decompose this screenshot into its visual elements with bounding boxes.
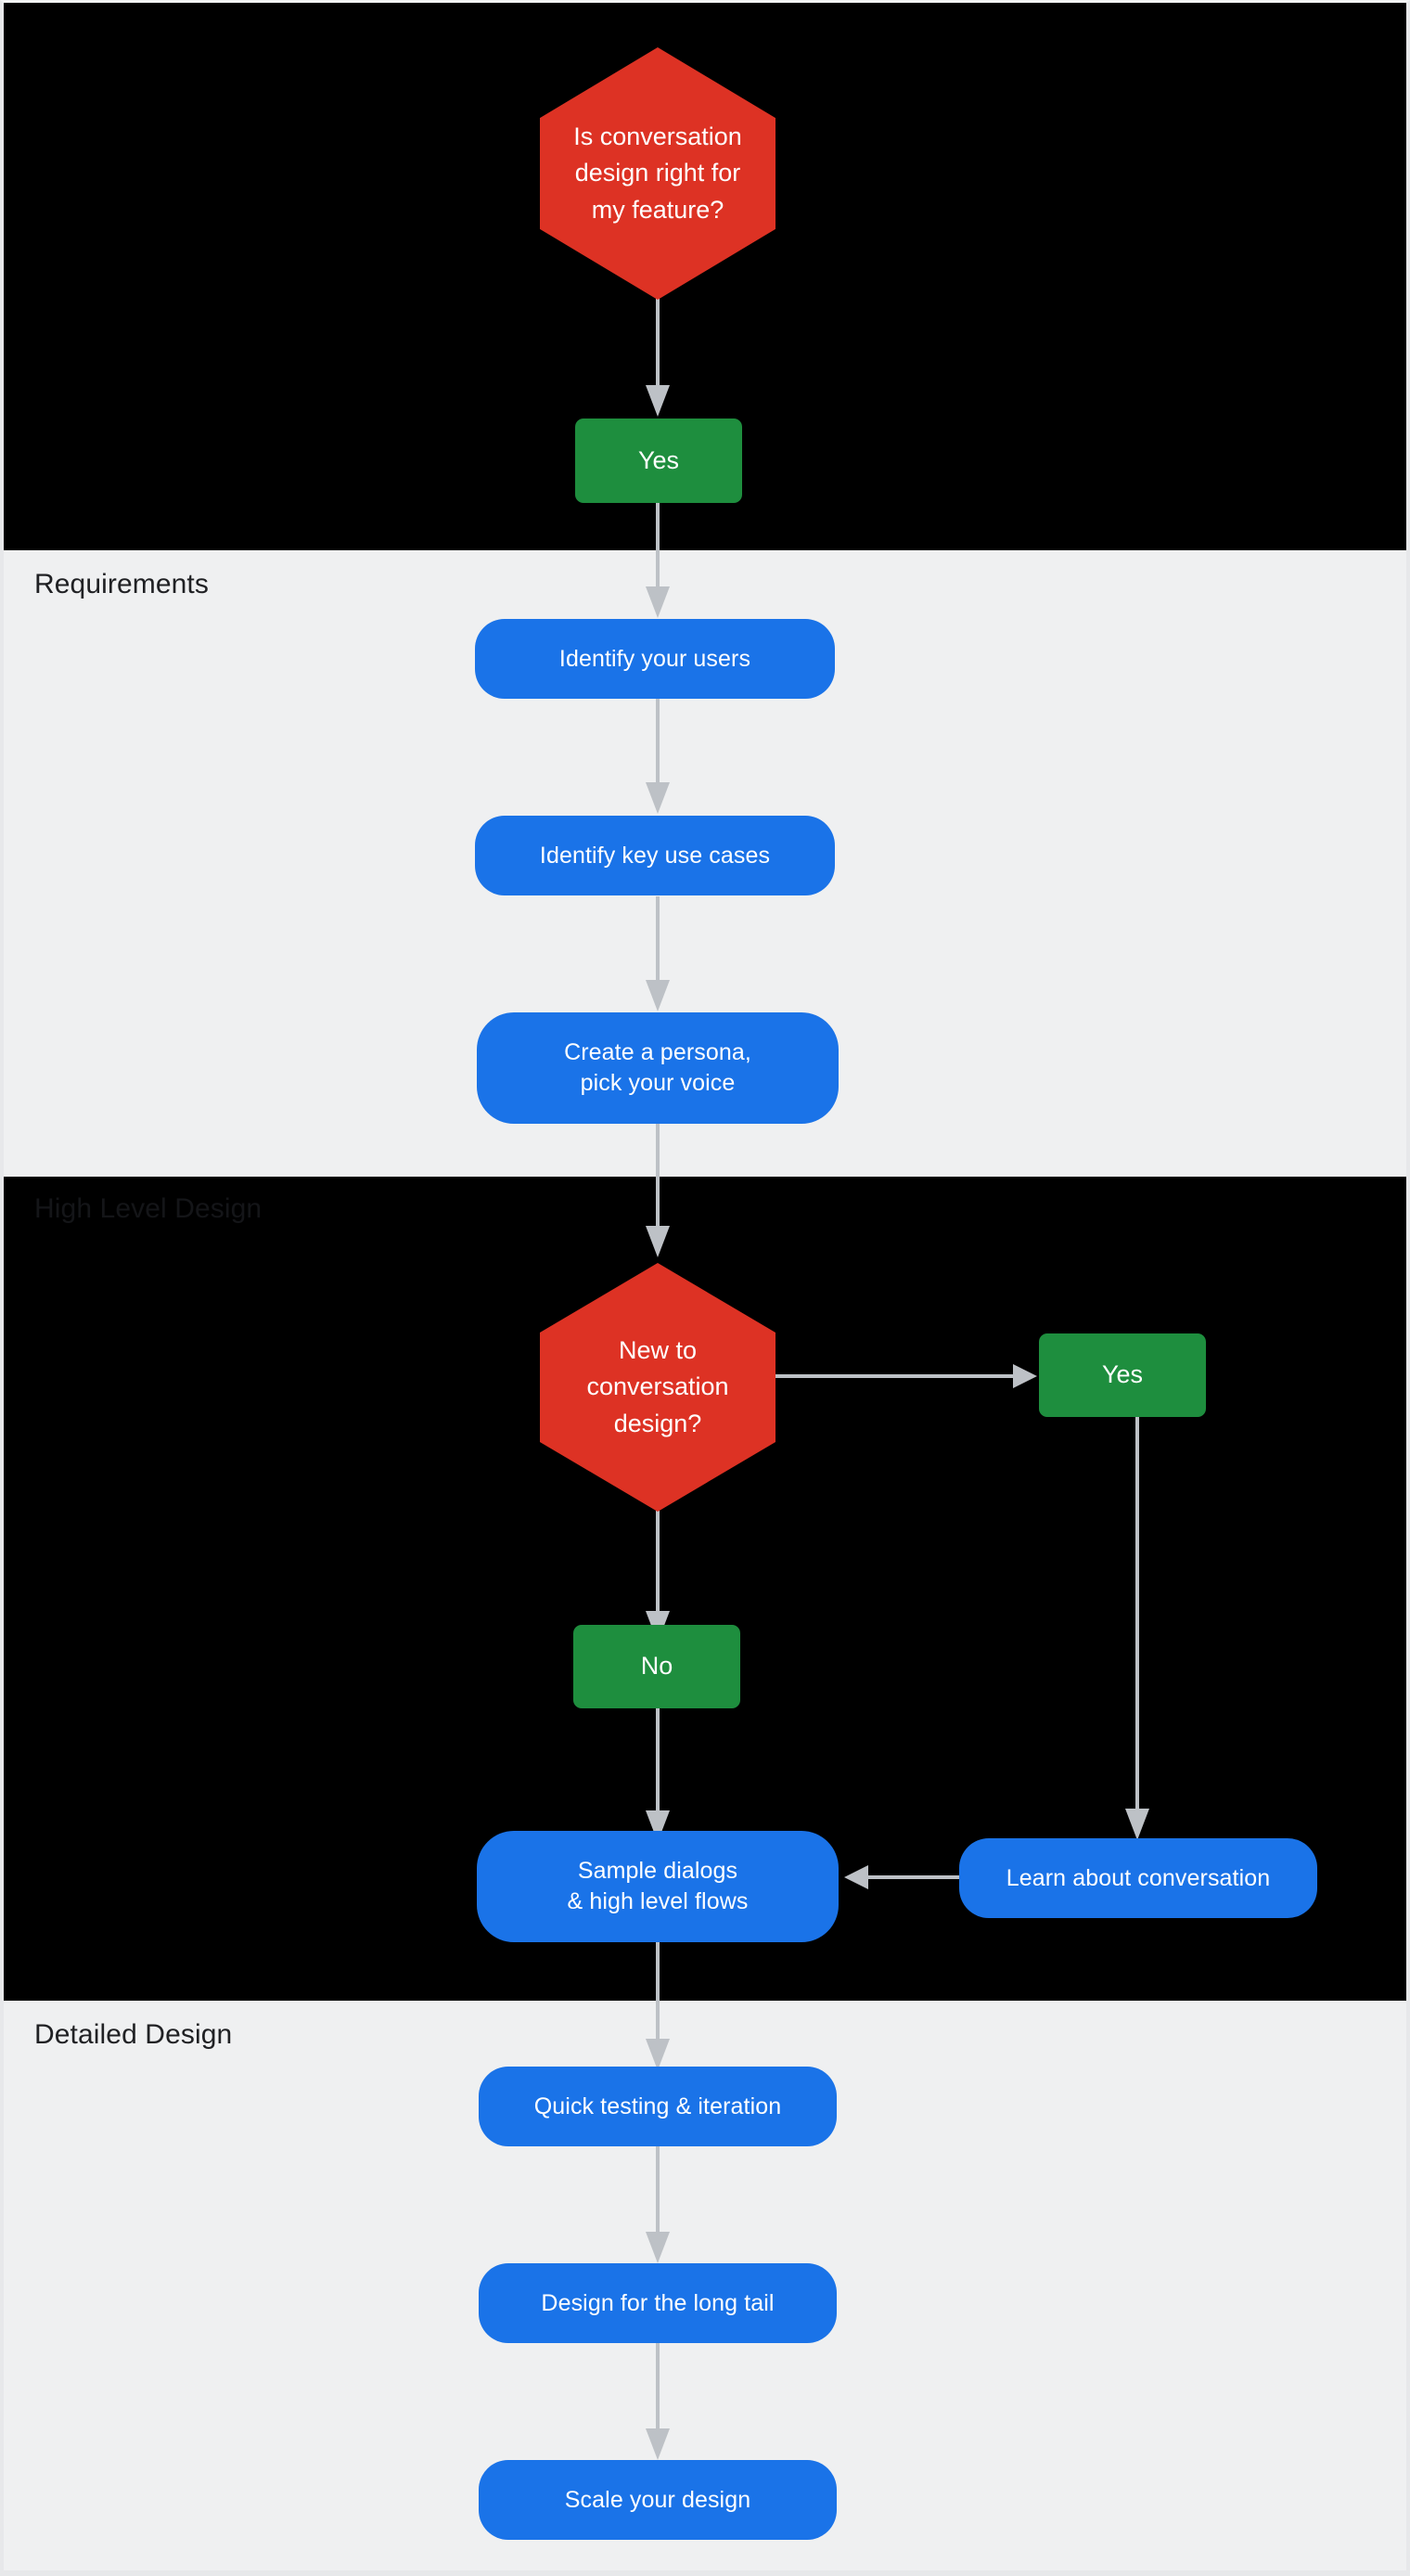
band-label-detailed-design: Detailed Design <box>34 2019 233 2050</box>
decision-label: New to conversation design? <box>540 1333 776 1441</box>
step-create-a-persona-pick-your-voice[interactable]: Create a persona, pick your voice <box>477 1012 839 1124</box>
connector-learn-conversation-to-sample-dialogs <box>844 1862 1046 1892</box>
connector-sample-dialogs-to-quick-testing <box>643 1942 673 2070</box>
answer-no-mid[interactable]: No <box>573 1625 740 1708</box>
band-label-high-level-design: High Level Design <box>34 1193 263 1224</box>
decision-label: Is conversation design right for my feat… <box>540 119 776 227</box>
connector-long-tail-to-scale-design <box>643 2343 673 2460</box>
connector-identify-users-to-use-cases <box>643 699 673 814</box>
step-label-line-1: Create a persona, <box>564 1039 751 1065</box>
step-quick-testing-and-iteration[interactable]: Quick testing & iteration <box>479 2067 837 2146</box>
answer-yes-mid[interactable]: Yes <box>1039 1333 1206 1417</box>
decision-label-line-2: conversation <box>586 1372 729 1401</box>
connector-decision-feature-to-yes <box>643 298 673 417</box>
connector-yes-to-identify-users <box>643 503 673 618</box>
step-learn-about-conversation[interactable]: Learn about conversation <box>959 1838 1317 1918</box>
step-label-wrap: Create a persona, pick your voice <box>564 1037 751 1099</box>
step-sample-dialogs-and-high-level-flows[interactable]: Sample dialogs & high level flows <box>477 1831 839 1942</box>
connector-create-persona-to-decision-new <box>643 1124 673 1263</box>
decision-label-line-1: Is conversation <box>573 122 742 151</box>
decision-new-to-conversation-design[interactable]: New to conversation design? <box>540 1263 776 1512</box>
connector-yes-mid-to-learn-conversation <box>1122 1417 1152 1840</box>
answer-yes-top[interactable]: Yes <box>575 419 742 503</box>
decision-label-line-2: design right for <box>574 159 741 187</box>
connector-decision-new-to-yes-mid <box>776 1361 1037 1391</box>
step-label-line-2: & high level flows <box>567 1888 749 1914</box>
decision-label-line-3: design? <box>613 1409 702 1437</box>
step-label-wrap: Sample dialogs & high level flows <box>568 1856 749 1917</box>
step-scale-your-design[interactable]: Scale your design <box>479 2460 837 2540</box>
connector-use-cases-to-create-persona <box>643 896 673 1011</box>
step-design-for-the-long-tail[interactable]: Design for the long tail <box>479 2263 837 2343</box>
connector-no-to-sample-dialogs <box>643 1708 673 1842</box>
decision-label-line-3: my feature? <box>591 195 724 224</box>
decision-label-line-1: New to <box>618 1336 698 1365</box>
step-identify-your-users[interactable]: Identify your users <box>475 619 835 699</box>
band-label-requirements: Requirements <box>34 569 209 599</box>
connector-quick-testing-to-long-tail <box>643 2146 673 2263</box>
step-label-line-2: pick your voice <box>580 1070 736 1096</box>
decision-is-conversation-design-right[interactable]: Is conversation design right for my feat… <box>540 47 776 300</box>
connector-decision-new-to-no <box>643 1511 673 1642</box>
step-label-line-1: Sample dialogs <box>577 1858 738 1884</box>
step-identify-key-use-cases[interactable]: Identify key use cases <box>475 816 835 895</box>
